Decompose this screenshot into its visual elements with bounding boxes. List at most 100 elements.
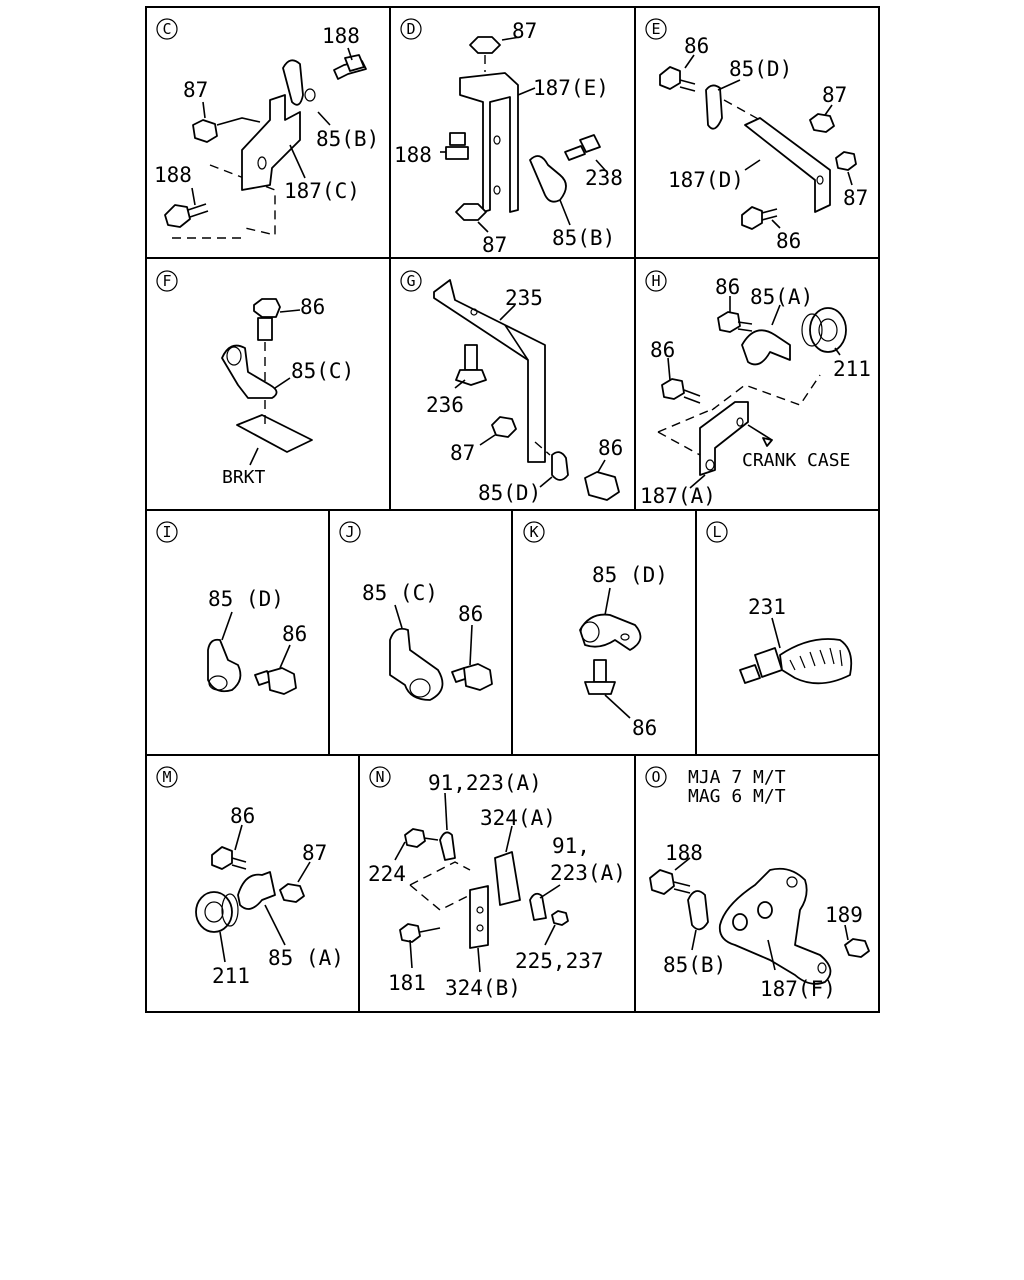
clip-85a-m-part (237, 871, 276, 910)
label-85c: 85 (C) (362, 581, 438, 605)
panel-o-letter: O (651, 768, 660, 786)
label-189: 189 (825, 903, 863, 927)
grommet-211-m-part (195, 891, 233, 933)
panel-f: F 86 85(C) BRKT (156, 270, 354, 488)
panel-h: H 86 85(A) 86 211 CRANK CASE 187(A) (640, 270, 871, 508)
clip-91-part (439, 831, 456, 861)
label-87-top: 87 (512, 19, 537, 43)
label-86: 86 (300, 295, 325, 319)
label-85d: 85 (D) (208, 587, 284, 611)
label-188: 188 (394, 143, 432, 167)
label-86: 86 (458, 602, 483, 626)
bracket-187a-part (699, 401, 749, 476)
bracket-324b-part (469, 885, 489, 949)
label-mag-6mt: MAG 6 M/T (688, 786, 786, 807)
bracket-187c-part (241, 94, 301, 191)
label-86-left: 86 (650, 338, 675, 362)
panel-grid (145, 6, 880, 1013)
panel-g-letter: G (406, 272, 415, 290)
panel-k: K 85 (D) 86 (523, 521, 668, 740)
panel-h-letter: H (651, 272, 660, 290)
label-85a: 85 (A) (268, 946, 344, 970)
label-85a: 85(A) (750, 285, 813, 309)
label-86: 86 (598, 436, 623, 460)
label-87-bottom: 87 (482, 233, 507, 257)
clip-85d-g-part (551, 451, 569, 481)
label-85d: 85 (D) (592, 563, 668, 587)
label-236: 236 (426, 393, 464, 417)
label-324b: 324(B) (445, 976, 521, 1000)
panel-l: L 231 (706, 521, 853, 685)
clip-85b-d-part (529, 155, 567, 203)
label-85d: 85(D) (478, 481, 541, 505)
bracket-187e-part (459, 72, 519, 213)
label-85b: 85(B) (663, 953, 726, 977)
panel-c: C 188 87 85(B) 188 187(C) (154, 18, 379, 239)
label-85c: 85(C) (291, 359, 354, 383)
label-188-bottom: 188 (154, 163, 192, 187)
label-211: 211 (212, 964, 250, 988)
clip-85d-i-part (207, 638, 242, 693)
clip-85b-part (282, 59, 304, 106)
label-223a: 223(A) (550, 861, 626, 885)
label-225-237: 225,237 (515, 949, 604, 973)
panel-e-letter: E (651, 20, 660, 38)
label-87: 87 (450, 441, 475, 465)
label-85b: 85(B) (316, 127, 379, 151)
label-187a: 187(A) (640, 484, 716, 508)
panel-d-letter: D (406, 20, 415, 38)
label-85b: 85(B) (552, 226, 615, 250)
label-86: 86 (230, 804, 255, 828)
label-187c: 187(C) (284, 179, 360, 203)
panel-e: E 86 85(D) 87 187(D) 87 86 (645, 18, 868, 253)
label-86-top: 86 (715, 275, 740, 299)
bracket-187d-part (744, 117, 831, 213)
label-85d: 85(D) (729, 57, 792, 81)
label-86-top: 86 (684, 34, 709, 58)
label-181: 181 (388, 971, 426, 995)
label-188: 188 (665, 841, 703, 865)
label-86-bottom: 86 (776, 229, 801, 253)
panel-j-letter: J (345, 523, 354, 541)
label-87-top: 87 (822, 83, 847, 107)
label-324a: 324(A) (480, 806, 556, 830)
label-brkt: BRKT (222, 467, 266, 488)
label-231: 231 (748, 595, 786, 619)
panel-k-letter: K (529, 523, 538, 541)
label-238: 238 (585, 166, 623, 190)
label-91-223a: 91,223(A) (428, 771, 542, 795)
label-86: 86 (632, 716, 657, 740)
brkt-plate-part (236, 414, 313, 453)
clip-85d-e-part (705, 84, 723, 130)
clip-85c-part (221, 344, 278, 399)
label-211: 211 (833, 357, 871, 381)
label-87-right: 87 (843, 186, 868, 210)
label-91: 91, (552, 834, 590, 858)
clip-85a-h-part (741, 329, 791, 366)
panel-n-letter: N (375, 768, 384, 786)
bracket-235-part (433, 279, 546, 463)
label-87: 87 (302, 841, 327, 865)
clip-85c-j-part (389, 627, 444, 701)
panel-o: O MJA 7 M/T MAG 6 M/T 188 189 85(B) 187(… (645, 766, 870, 1001)
panel-i: I 85 (D) 86 (156, 521, 307, 695)
label-187e: 187(E) (533, 76, 609, 100)
panel-f-letter: F (162, 272, 171, 290)
panel-m-letter: M (162, 768, 171, 786)
clip-85b-o-part (687, 890, 709, 931)
label-224: 224 (368, 862, 406, 886)
label-86: 86 (282, 622, 307, 646)
clip-85d-k-part (579, 613, 642, 651)
label-crank-case: CRANK CASE (742, 450, 850, 471)
panel-d: D 87 187(E) 188 238 87 85(B) (394, 18, 623, 257)
bracket-187f-part (718, 867, 832, 985)
tie-231-band-part (779, 638, 853, 685)
panel-g: G 235 236 87 86 85(D) (400, 270, 623, 505)
panel-c-letter: C (162, 20, 171, 38)
bracket-324a-part (494, 851, 521, 906)
label-188-top: 188 (322, 24, 360, 48)
label-187d: 187(D) (668, 168, 744, 192)
panel-j: J 85 (C) 86 (339, 521, 493, 701)
panel-m: M 86 87 211 85 (A) (156, 766, 344, 988)
